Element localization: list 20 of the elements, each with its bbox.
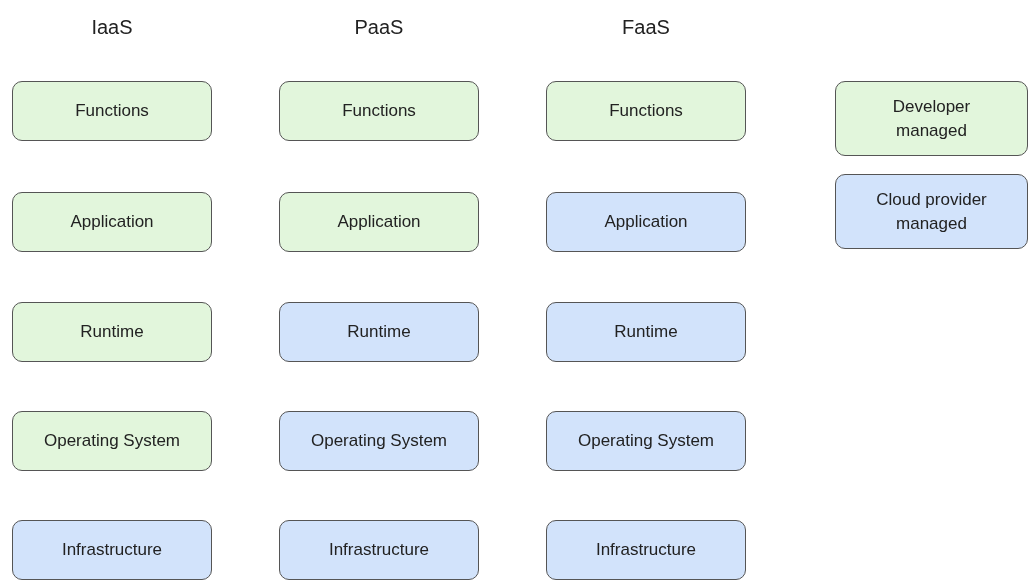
layer-box: Runtime bbox=[546, 302, 746, 362]
layer-box: Infrastructure bbox=[279, 520, 479, 580]
layer-box: Functions bbox=[546, 81, 746, 141]
layer-box: Application bbox=[12, 192, 212, 252]
layer-box: Operating System bbox=[12, 411, 212, 471]
layer-box: Operating System bbox=[279, 411, 479, 471]
legend-text: Developer managed bbox=[891, 95, 972, 142]
layer-box: Functions bbox=[279, 81, 479, 141]
layer-box: Application bbox=[546, 192, 746, 252]
layer-box: Infrastructure bbox=[546, 520, 746, 580]
layer-box: Runtime bbox=[279, 302, 479, 362]
layer-box: Application bbox=[279, 192, 479, 252]
layer-box: Infrastructure bbox=[12, 520, 212, 580]
legend-text: Cloud provider managed bbox=[875, 188, 988, 235]
column-heading: IaaS bbox=[90, 15, 134, 40]
layer-box: Functions bbox=[12, 81, 212, 141]
column-heading: FaaS bbox=[621, 15, 671, 40]
column-heading: PaaS bbox=[353, 15, 405, 40]
layer-box: Operating System bbox=[546, 411, 746, 471]
layer-box: Runtime bbox=[12, 302, 212, 362]
